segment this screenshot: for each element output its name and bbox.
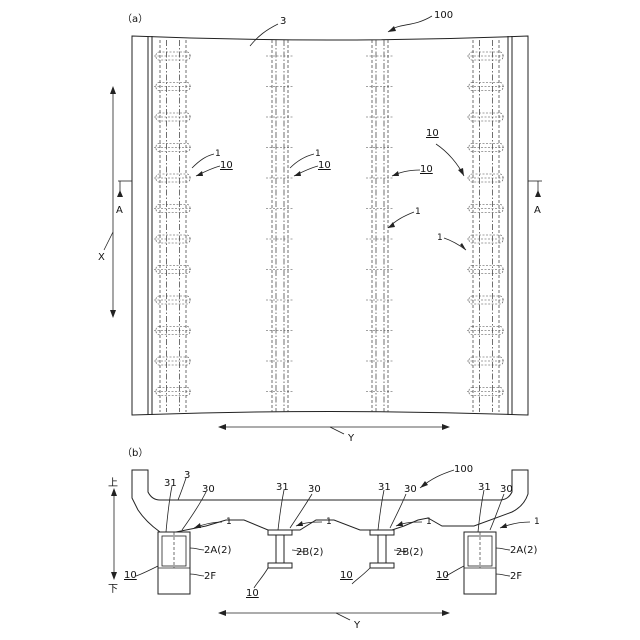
i-beam-left [268, 530, 292, 568]
ref-31-g2: 31 [276, 482, 289, 493]
ref-30-g4: 30 [500, 484, 513, 495]
type-label-g2: 2B(2) [296, 547, 323, 558]
ref-3-a: 3 [280, 16, 286, 27]
leader-30-g1 [182, 492, 206, 530]
section-mark-a-right: A [534, 205, 541, 216]
column-left [158, 532, 190, 594]
ref-1-band4: 1 [437, 233, 443, 243]
ref-30-g2: 30 [308, 484, 321, 495]
leader-31-g2 [278, 490, 284, 530]
leader-foot-g1 [190, 574, 204, 576]
ref-3-b: 3 [184, 470, 190, 481]
label-down: 下 [108, 584, 118, 595]
figure-a-label: （a） [122, 13, 148, 25]
ref-100-a: 100 [434, 10, 453, 21]
ref-1-g4: 1 [534, 517, 540, 527]
i-beam-right [370, 530, 394, 568]
axis-y-label-a: Y [347, 433, 355, 444]
leader-1-band1 [192, 154, 214, 168]
section-marker-right [528, 181, 542, 197]
ref-1-band3: 1 [415, 207, 421, 217]
leader-3-a [250, 24, 278, 46]
ref-30-g3: 30 [404, 484, 417, 495]
ref-10-g3: 10 [340, 570, 353, 581]
leader-31-g4 [478, 490, 484, 532]
leader-type-g4 [496, 548, 510, 550]
leader-foot-g4 [496, 574, 510, 576]
ref-10-g1: 10 [124, 570, 137, 581]
ref-100-b: 100 [454, 464, 473, 475]
section-marker-left [117, 181, 132, 197]
ref-10-band2: 10 [318, 160, 331, 171]
ref-1-band1: 1 [215, 149, 221, 159]
ref-10-band4: 10 [426, 128, 439, 139]
leader-3-b [178, 478, 186, 500]
leader-10-g2 [254, 568, 268, 588]
leader-10-g1 [136, 566, 158, 576]
y-axis-arrow-b [218, 610, 450, 620]
section-mark-a-left: A [116, 205, 123, 216]
ref-1-band2: 1 [315, 149, 321, 159]
axis-x-label: X [98, 252, 105, 263]
ref-31-g4: 31 [478, 482, 491, 493]
figure-b-label: （b） [122, 447, 148, 459]
leader-10-g3 [352, 568, 370, 584]
y-axis-arrow-a [218, 424, 450, 434]
ref-10-g2: 10 [246, 588, 259, 599]
x-axis-arrow [104, 86, 116, 318]
ref-1-g3: 1 [426, 517, 432, 527]
ref-1-g2: 1 [326, 517, 332, 527]
figure-b-section-view: （b） 上 下 [108, 447, 540, 631]
label-up: 上 [108, 477, 118, 489]
axis-y-label-b: Y [353, 620, 361, 631]
leader-30-g3 [390, 494, 406, 528]
leader-1-band4 [444, 238, 466, 250]
ref-1-g1: 1 [226, 517, 232, 527]
foot-label-g4: 2F [510, 571, 522, 582]
ref-10-band3: 10 [420, 164, 433, 175]
slab-outline [132, 36, 528, 415]
ref-30-g1: 30 [202, 484, 215, 495]
ref-10-band1: 10 [220, 160, 233, 171]
vertical-arrow [111, 488, 117, 580]
leader-type-g1 [190, 548, 204, 550]
figure-a-plan-view: （a） A A X [98, 10, 542, 444]
girder-bands [154, 40, 505, 412]
ref-31-g3: 31 [378, 482, 391, 493]
type-label-g4: 2A(2) [510, 545, 537, 556]
type-label-g3: 2B(2) [396, 547, 423, 558]
ref-31-g1: 31 [164, 478, 177, 489]
leader-30-g4 [490, 494, 504, 530]
leader-31-g3 [378, 490, 384, 530]
ref-10-g4: 10 [436, 570, 449, 581]
column-right [464, 532, 496, 594]
leader-31-g1 [166, 486, 172, 532]
type-label-g1: 2A(2) [204, 545, 231, 556]
leader-1-band2 [290, 154, 314, 168]
foot-label-g1: 2F [204, 571, 216, 582]
